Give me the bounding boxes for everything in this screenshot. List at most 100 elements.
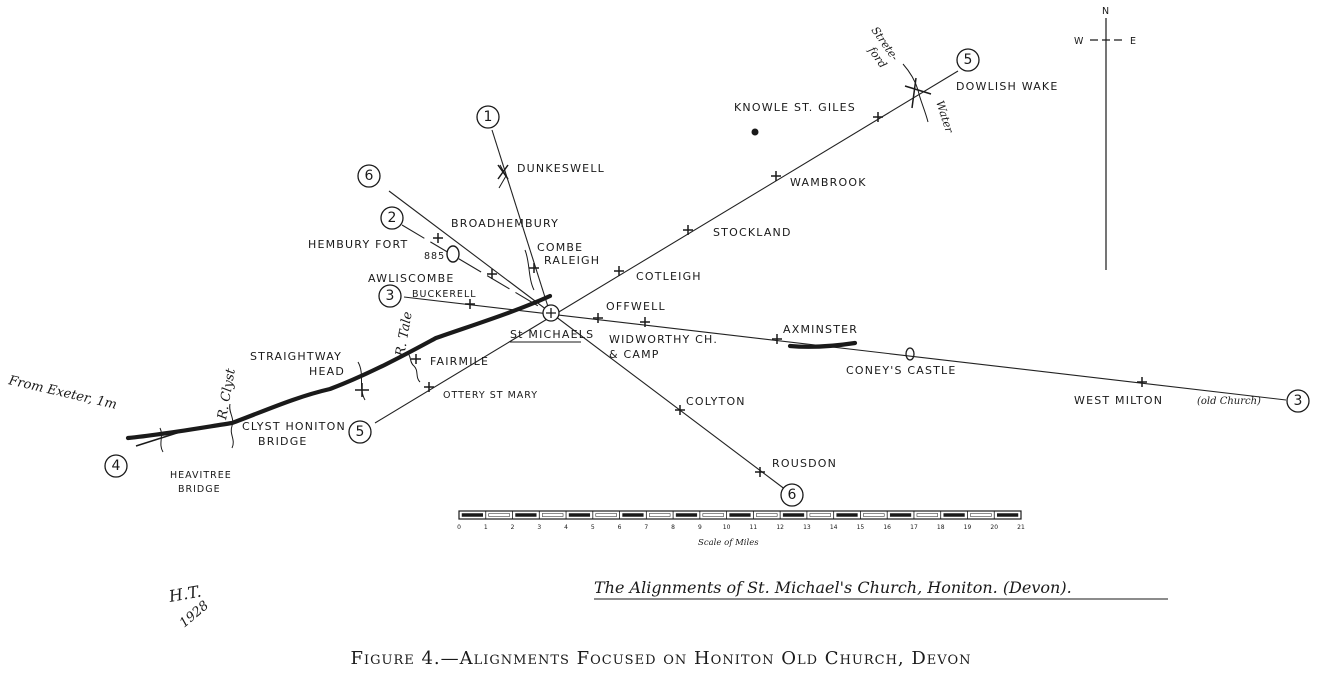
scale-segments <box>461 513 1019 517</box>
scale-segment <box>729 513 751 517</box>
river-clyst <box>229 403 234 449</box>
cross-marker <box>683 225 693 235</box>
marker-3-east: 3 <box>1286 389 1310 413</box>
label-axminster: AXMINSTER <box>783 323 858 336</box>
river-tale <box>406 351 421 383</box>
label-offwell: OFFWELL <box>606 300 666 313</box>
marker-5-west: 5 <box>348 420 372 444</box>
label-hembury-fort: HEMBURY FORT <box>308 238 408 251</box>
marker-2: 2 <box>380 206 404 230</box>
scale-segment <box>649 513 671 517</box>
scale-tick-label: 15 <box>857 524 865 531</box>
scale-label: Scale of Miles <box>698 538 759 548</box>
cross-marker <box>411 354 421 364</box>
scale-segment <box>568 513 591 517</box>
cross-marker <box>424 382 434 392</box>
cross-marker <box>497 164 509 180</box>
river-heavitree <box>159 427 164 453</box>
scale-segment <box>622 513 644 517</box>
cross-marker <box>487 269 497 279</box>
svg-text:5: 5 <box>356 424 365 440</box>
label-from-exeter: From Exeter, 1m <box>6 373 118 413</box>
label-straightway-2: HEAD <box>309 365 345 378</box>
marker-4: 4 <box>104 454 128 478</box>
scale-segment <box>542 513 564 517</box>
cross-marker <box>755 467 765 477</box>
cross-marker <box>433 233 443 243</box>
compass: N W E <box>1074 6 1137 270</box>
scale-segment <box>889 513 912 517</box>
label-combe-raleigh-1: COMBE <box>537 241 583 254</box>
scale-tick-label: 18 <box>937 524 945 531</box>
label-heavitree-1: HEAVITREE <box>170 470 232 481</box>
marker-3-west: 3 <box>378 284 402 308</box>
scale-segment <box>863 513 885 517</box>
scale-tick-label: 7 <box>644 524 648 531</box>
marker-6-south: 6 <box>780 483 804 507</box>
label-ottery: OTTERY ST MARY <box>443 390 538 401</box>
alignment-5 <box>374 70 959 424</box>
marker-6-north: 6 <box>357 164 381 188</box>
svg-text:2: 2 <box>388 210 397 226</box>
map-title: The Alignments of St. Michael's Church, … <box>594 578 1072 597</box>
scale-segment <box>515 513 537 517</box>
scale-segment <box>970 513 992 517</box>
cross-marker <box>772 334 782 344</box>
scale-tick-label: 3 <box>537 524 541 531</box>
scale-tick-label: 12 <box>776 524 784 531</box>
scale-segment <box>996 513 1019 517</box>
label-dowlish: DOWLISH WAKE <box>956 80 1059 93</box>
scale-segment <box>809 513 831 517</box>
label-fairmile: FAIRMILE <box>430 355 489 368</box>
label-river-clyst: R. Clyst <box>215 367 239 422</box>
label-dunkeswell: DUNKESWELL <box>517 162 605 175</box>
cross-marker <box>904 77 932 109</box>
compass-east: E <box>1130 36 1137 47</box>
place-labels: DUNKESWELL BROADHEMBURY HEMBURY FORT 885… <box>170 80 1261 495</box>
scale-segment <box>461 513 484 517</box>
compass-north: N <box>1102 6 1110 17</box>
svg-text:6: 6 <box>788 487 797 503</box>
marker-1: 1 <box>476 105 500 129</box>
scale-segment <box>675 513 698 517</box>
cross-marker <box>135 431 181 447</box>
svg-text:5: 5 <box>964 52 973 68</box>
figure-caption: Figure 4.—Alignments Focused on Honiton … <box>350 648 972 669</box>
label-buckerell: BUCKERELL <box>412 289 477 300</box>
axminster-coneys-road <box>787 340 858 349</box>
scale-tick-label: 0 <box>457 524 461 531</box>
scale-tick-label: 6 <box>618 524 622 531</box>
exeter-honiton-road <box>125 293 553 441</box>
hembury-fort-marker <box>446 245 460 263</box>
label-awliscombe: AWLISCOMBE <box>368 272 454 285</box>
alignment-1 <box>491 129 551 314</box>
label-west-milton: WEST MILTON <box>1074 394 1163 407</box>
scale-tick-label: 11 <box>750 524 758 531</box>
label-streteford-3: Water <box>933 99 956 135</box>
svg-text:4: 4 <box>112 458 121 474</box>
alignment-lines <box>374 70 1287 491</box>
scale-tick-label: 4 <box>564 524 568 531</box>
alignment-6 <box>388 190 787 491</box>
label-clyst-honiton-1: CLYST HONITON <box>242 420 346 433</box>
scale-tick-label: 10 <box>723 524 731 531</box>
label-clyst-honiton-2: BRIDGE <box>258 435 308 448</box>
scale-tick-label: 2 <box>511 524 515 531</box>
cross-marker <box>640 317 650 327</box>
svg-text:3: 3 <box>1294 393 1303 409</box>
title-block: The Alignments of St. Michael's Church, … <box>166 578 1168 631</box>
river-straightway <box>357 361 366 401</box>
stream-streteford <box>902 63 929 123</box>
scale-tick-label: 20 <box>990 524 998 531</box>
label-heavitree-2: BRIDGE <box>178 484 221 495</box>
scale-tick-label: 21 <box>1017 524 1025 531</box>
scale-tick-label: 13 <box>803 524 811 531</box>
scale-segment <box>782 513 805 517</box>
st-michaels-church-marker <box>542 304 560 322</box>
scale-tick-label: 14 <box>830 524 838 531</box>
marker-5-east: 5 <box>956 48 980 72</box>
scale-segment <box>488 513 510 517</box>
